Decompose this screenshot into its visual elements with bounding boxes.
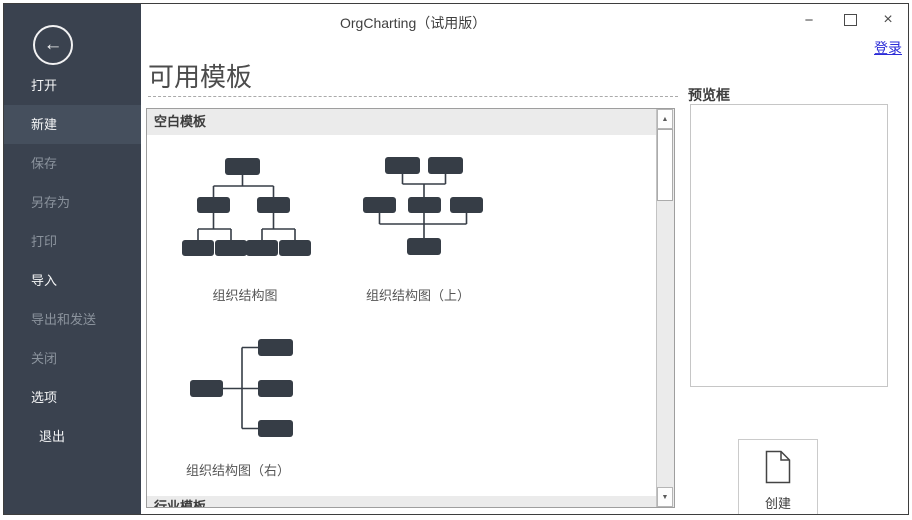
login-link[interactable]: 登录 bbox=[874, 40, 902, 56]
org-chart-up-graphic bbox=[363, 157, 483, 255]
back-button[interactable]: ← bbox=[33, 25, 73, 65]
sidebar-item-open[interactable]: 打开 bbox=[31, 78, 58, 93]
scrollbar-thumb[interactable] bbox=[657, 129, 673, 201]
template-list-panel: 空白模板 bbox=[146, 108, 675, 508]
app-window: OrgCharting（试用版） − × 登录 ← 打开 新建 保存 另存为 打… bbox=[3, 3, 909, 515]
sidebar-item-options[interactable]: 选项 bbox=[31, 390, 58, 405]
maximize-button[interactable] bbox=[835, 8, 865, 32]
sidebar-item-save: 保存 bbox=[31, 156, 58, 171]
sidebar-item-import[interactable]: 导入 bbox=[31, 273, 58, 288]
back-arrow-icon: ← bbox=[43, 34, 63, 55]
close-icon: × bbox=[883, 11, 893, 28]
sidebar-item-exit[interactable]: 退出 bbox=[39, 429, 66, 444]
window-title: OrgCharting（试用版） bbox=[340, 15, 487, 31]
org-chart-right-graphic bbox=[190, 339, 293, 437]
section-header-industry-templates: 行业模板 bbox=[147, 496, 657, 507]
close-button[interactable]: × bbox=[873, 8, 903, 32]
scrollbar[interactable]: ▲ ▼ bbox=[656, 109, 674, 507]
minimize-icon: − bbox=[804, 11, 814, 29]
template-thumbnail-org-chart[interactable] bbox=[165, 150, 315, 260]
sidebar-item-new[interactable]: 新建 bbox=[4, 105, 141, 144]
template-label-org-chart-right[interactable]: 组织结构图（右） bbox=[185, 463, 290, 478]
scroll-down-icon: ▼ bbox=[661, 493, 669, 501]
heading-divider bbox=[148, 96, 678, 97]
create-button-label: 创建 bbox=[764, 496, 791, 511]
preview-box bbox=[690, 104, 888, 387]
sidebar-menu: 打开 新建 保存 另存为 打印 导入 导出和发送 关闭 选项 退出 bbox=[4, 66, 141, 456]
org-chart-graphic bbox=[182, 158, 311, 256]
section-header-blank-templates: 空白模板 bbox=[147, 109, 657, 135]
scroll-up-icon: ▲ bbox=[661, 115, 669, 123]
page-title: 可用模板 bbox=[148, 62, 253, 92]
template-label-org-chart-up[interactable]: 组织结构图（上） bbox=[365, 288, 470, 303]
sidebar: ← 打开 新建 保存 另存为 打印 导入 导出和发送 关闭 选项 退出 bbox=[4, 4, 141, 514]
template-thumbnail-org-chart-right[interactable] bbox=[185, 330, 305, 445]
template-label-org-chart[interactable]: 组织结构图 bbox=[212, 288, 278, 303]
sidebar-item-save-as: 另存为 bbox=[31, 195, 71, 210]
sidebar-item-close-file: 关闭 bbox=[31, 351, 58, 366]
minimize-button[interactable]: − bbox=[794, 8, 824, 32]
scroll-down-button[interactable]: ▼ bbox=[657, 487, 673, 507]
scroll-up-button[interactable]: ▲ bbox=[657, 109, 673, 129]
sidebar-item-export-send: 导出和发送 bbox=[31, 312, 97, 327]
create-button[interactable]: 创建 bbox=[738, 439, 818, 514]
preview-label: 预览框 bbox=[688, 87, 730, 103]
template-thumbnail-org-chart-up[interactable] bbox=[363, 150, 503, 260]
maximize-icon bbox=[843, 14, 857, 26]
sidebar-item-print: 打印 bbox=[31, 234, 58, 249]
new-document-icon bbox=[765, 450, 791, 484]
